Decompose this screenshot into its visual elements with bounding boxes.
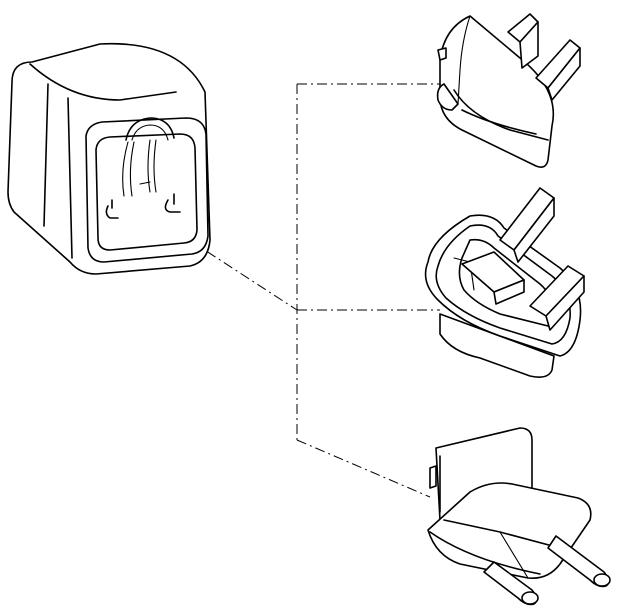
uk-plug-adapter-icon bbox=[424, 187, 585, 378]
power-adapter-body-icon bbox=[7, 42, 211, 275]
us-plug-adapter-icon bbox=[436, 13, 581, 168]
leader-to-eu-plug bbox=[296, 439, 431, 498]
leader-lines bbox=[139, 83, 440, 498]
eu-plug-adapter-icon bbox=[427, 427, 611, 606]
